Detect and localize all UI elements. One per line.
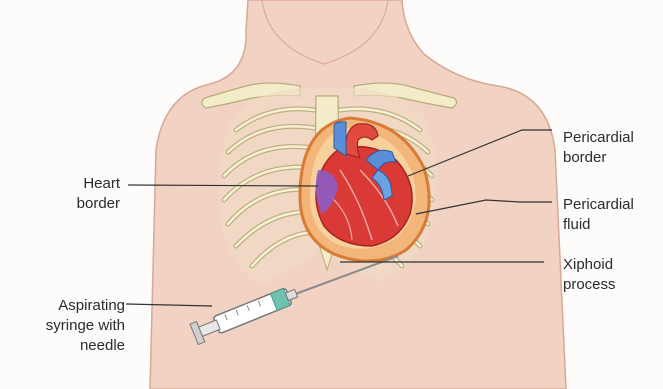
label-pericardial-fluid: Pericardial fluid <box>563 195 634 235</box>
label-xiphoid-process: Xiphoid process <box>563 255 616 295</box>
label-pericardial-border: Pericardial border <box>563 128 634 168</box>
label-heart-border: Heart border <box>77 174 120 214</box>
label-aspirating-syringe: Aspirating syringe with needle <box>46 296 125 356</box>
